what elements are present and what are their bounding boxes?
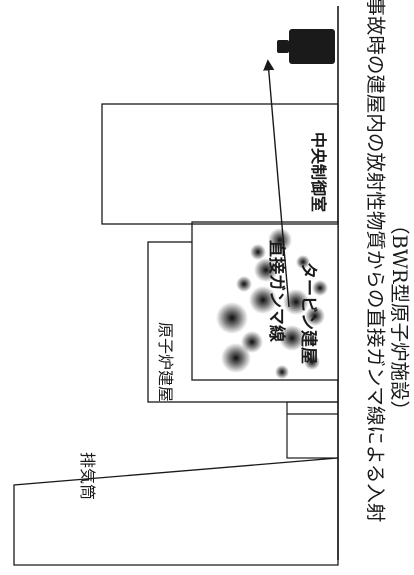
duct-connector	[286, 401, 339, 459]
control-room	[101, 103, 339, 225]
label-stack: 排気筒	[78, 452, 97, 500]
gamma-ray-arrow	[263, 59, 290, 308]
label-reactor-building: 原子炉建屋	[156, 322, 175, 402]
label-direct-gamma: 直接ガンマ線	[266, 240, 287, 342]
radioactive-material-cloud	[216, 228, 328, 379]
exhaust-stack	[13, 457, 339, 566]
person-icon	[277, 29, 335, 64]
label-turbine-building: タービン建屋	[298, 262, 319, 364]
caption-line-1: 図3 事故時の建屋内の放射性物質からの直接ガンマ線による入射	[364, 0, 387, 522]
label-control-room: 中央制御室	[309, 132, 328, 212]
caption-line-2: （BWR型原子炉施設）	[388, 215, 411, 420]
